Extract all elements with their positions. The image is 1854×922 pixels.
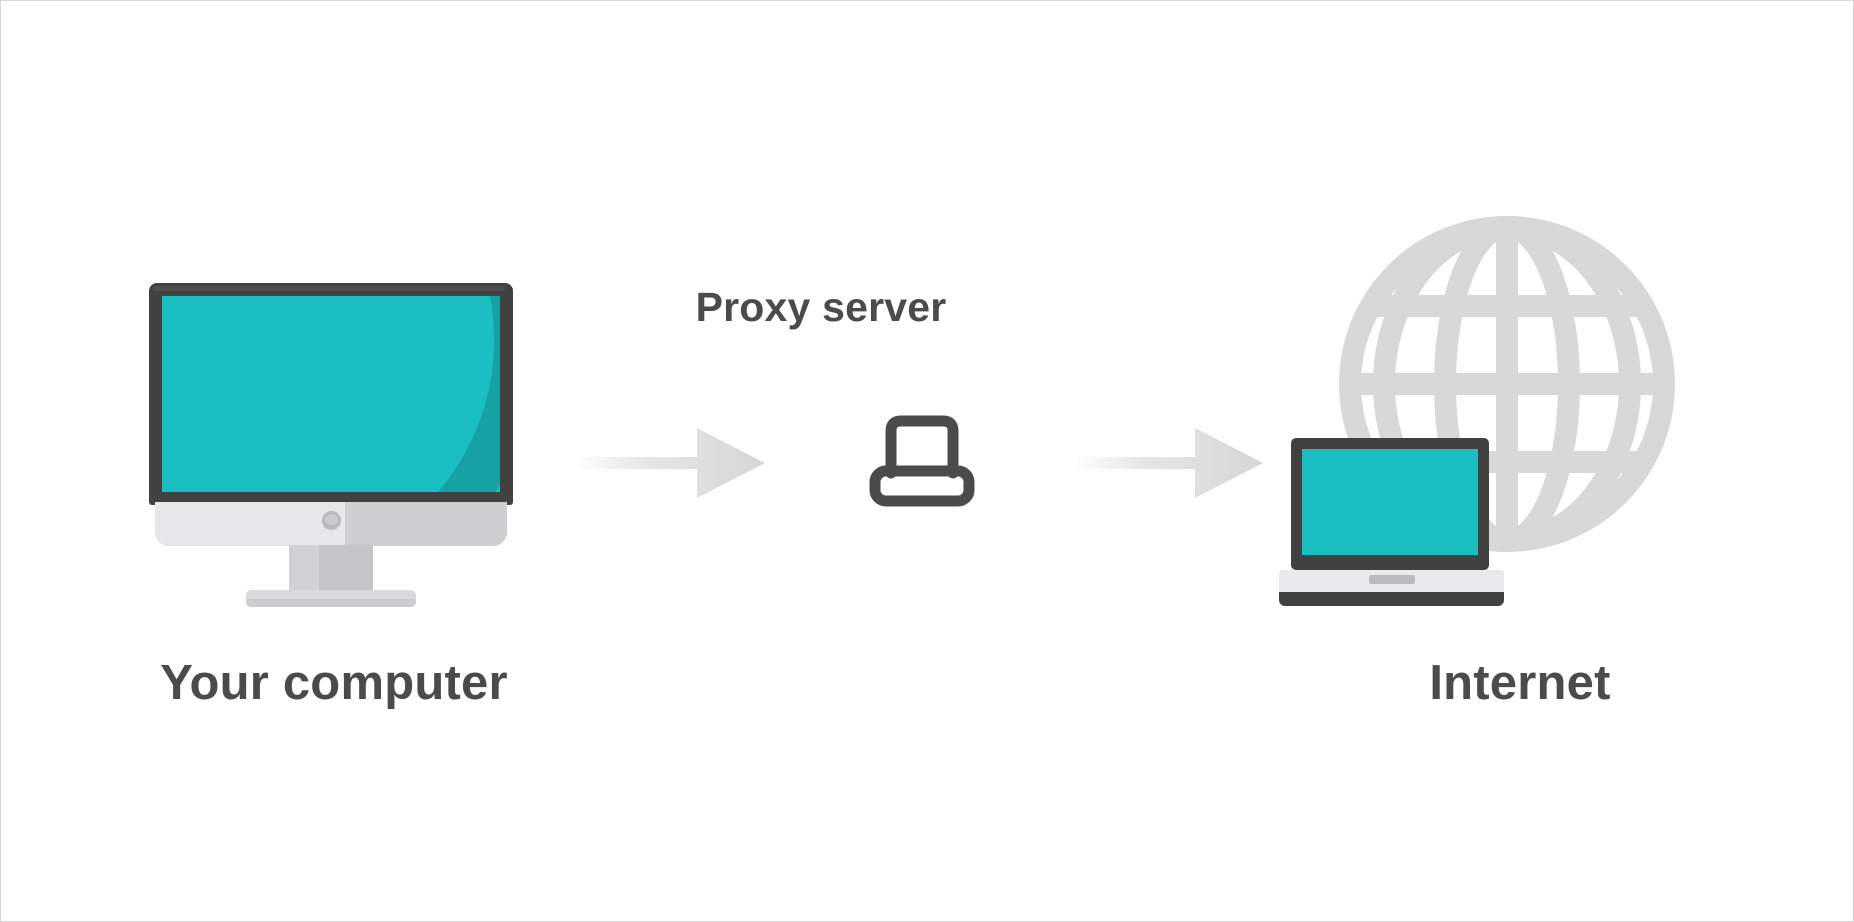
laptop-trackpad	[1369, 575, 1415, 584]
monitor-screen-swoosh	[162, 296, 500, 492]
monitor-stand-neck-highlight	[289, 545, 319, 596]
monitor-bezel-highlight	[153, 286, 505, 291]
label-internet: Internet	[1429, 656, 1611, 710]
laptop-icon	[1279, 438, 1504, 616]
laptop-screen	[1302, 449, 1478, 555]
globe-icon	[1339, 216, 1675, 552]
laptop-base	[1279, 592, 1504, 606]
laptop-outline-icon	[869, 415, 975, 507]
right-arrow-icon	[1077, 428, 1263, 498]
globe-and-laptop-icon	[1279, 216, 1699, 616]
monitor-chin-highlight	[155, 502, 345, 546]
laptop-lid	[1291, 438, 1489, 570]
label-your-computer: Your computer	[160, 656, 508, 710]
right-arrow-icon	[579, 428, 765, 498]
label-proxy-server: Proxy server	[695, 284, 947, 330]
monitor-chin-shadow	[345, 502, 507, 546]
monitor-stand-base-shadow	[246, 599, 416, 607]
desktop-monitor-icon	[149, 283, 513, 607]
monitor-screen	[162, 296, 500, 492]
monitor-power-button-inner	[325, 514, 338, 525]
